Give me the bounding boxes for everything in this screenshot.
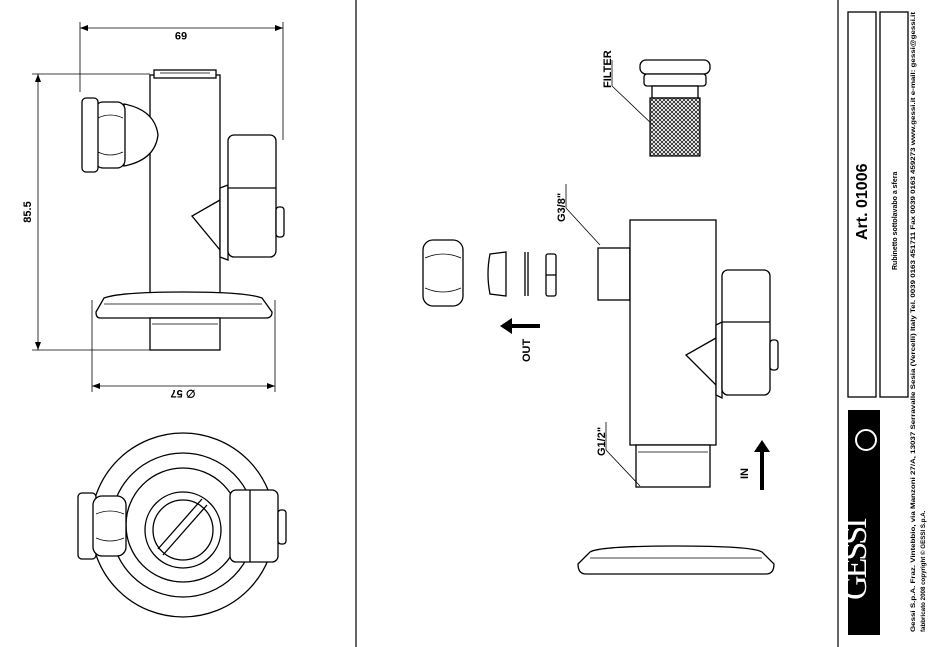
- in-label: IN: [739, 468, 751, 479]
- dim-width-label: 69: [175, 29, 187, 41]
- exploded-valve-body: [629, 219, 717, 446]
- valve-body: [149, 74, 221, 301]
- olive-ring: [487, 251, 507, 297]
- outlet-thread: [597, 247, 631, 301]
- exploded-escutcheon: [577, 545, 775, 575]
- filter-mesh: [649, 97, 701, 157]
- escutcheon: [95, 291, 273, 319]
- top-cap: [144, 491, 222, 569]
- exploded-handle: [721, 269, 771, 396]
- dim-height-label: 85.5: [22, 201, 34, 222]
- top-outlet-nut: [92, 495, 127, 557]
- side-view: 69 85.5 ∅ 57: [22, 22, 285, 399]
- lever-handle: [227, 134, 277, 258]
- logo-text: GESSI: [837, 518, 874, 600]
- top-view: [77, 432, 287, 618]
- filter-label: FILTER: [602, 50, 614, 88]
- article-description: Rubinetto sottolavabo a sfera: [892, 171, 899, 270]
- company-info: Gessi S.p.A. Fraz. Vintebbio, via Manzon…: [910, 12, 917, 632]
- title-block: Art. 01006 Rubinetto sottolavabo a sfera…: [837, 11, 927, 635]
- top-handle: [229, 489, 279, 563]
- outlet-nut: [94, 101, 126, 169]
- dim-base-label: ∅ 57: [171, 387, 196, 399]
- filter-cap: [639, 59, 711, 75]
- bottom-thread: [149, 317, 221, 351]
- exploded-view: FILTER G3/8" OUT G1/2": [422, 50, 779, 575]
- copyright-line: fabbricato 2008 copyright © GESSI S.p.A.: [920, 510, 927, 632]
- out-label: OUT: [521, 339, 533, 363]
- article-number: Art. 01006: [854, 163, 871, 240]
- g12-label: G1/2": [596, 427, 608, 456]
- exploded-nut: [422, 239, 464, 307]
- inlet-thread: [635, 444, 711, 488]
- g38-label: G3/8": [556, 193, 568, 222]
